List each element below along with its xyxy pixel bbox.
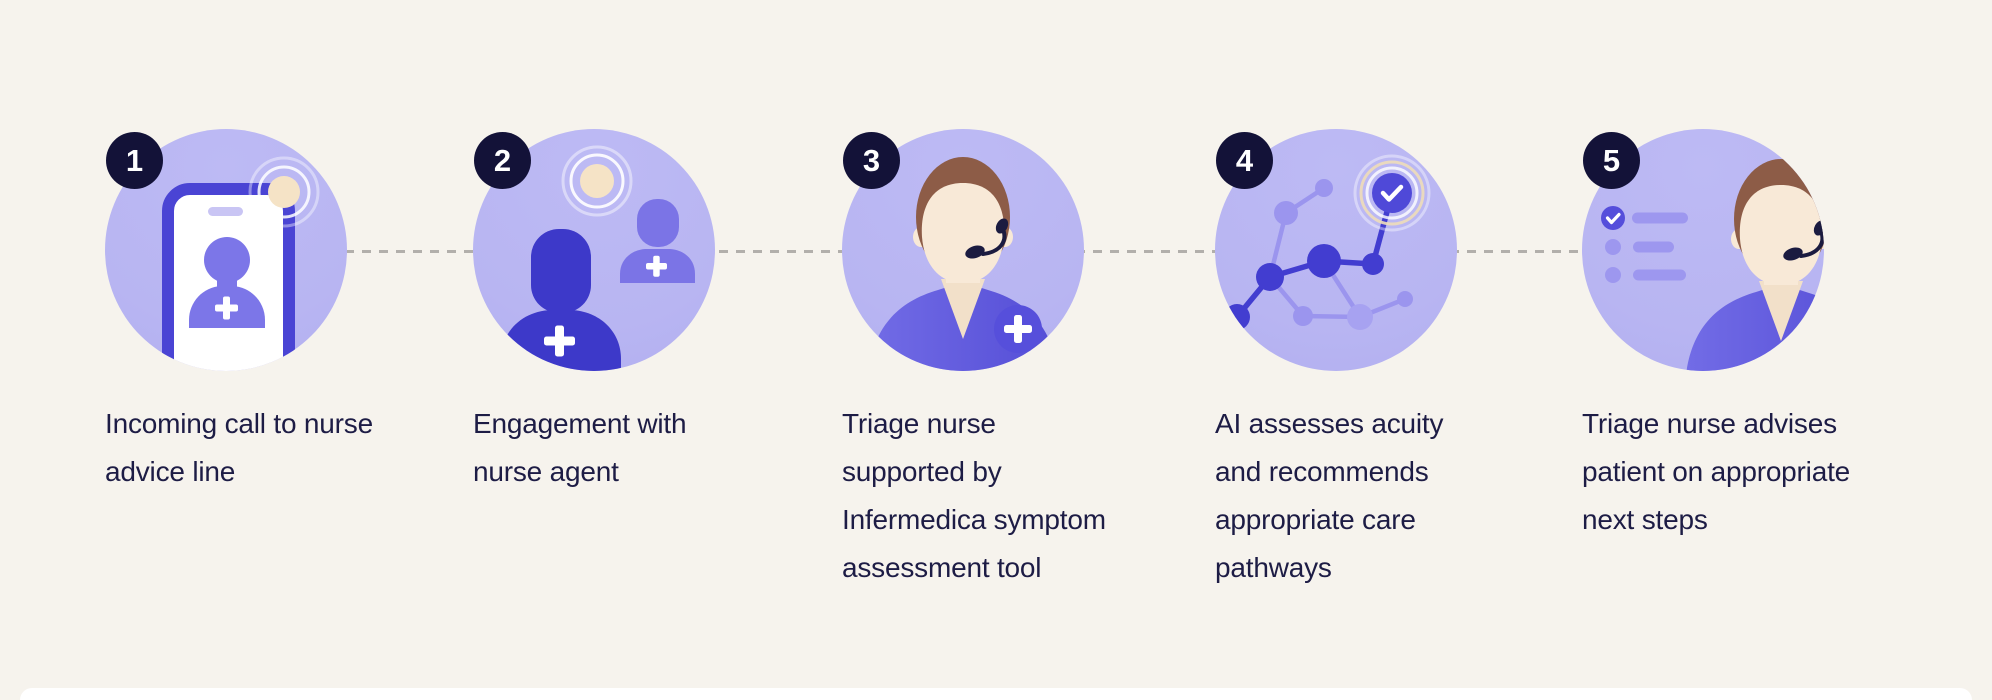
checkmark-icon (1380, 184, 1404, 202)
ai-network-checkmark-icon (1224, 154, 1431, 330)
caption-line: pathways (1215, 552, 1332, 583)
step-number-badge: 4 (1216, 132, 1273, 189)
step-caption: Incoming call to nurse advice line (105, 400, 445, 496)
caption-line: next steps (1582, 504, 1708, 535)
medical-plus-icon (215, 296, 238, 320)
phone-icon (162, 183, 295, 371)
caption-line: advice line (105, 456, 236, 487)
notification-dot-icon (561, 145, 633, 217)
step-1: 1 Incoming call to nurse advice line (105, 129, 373, 496)
step-number-badge: 3 (843, 132, 900, 189)
step-caption: AI assesses acuity and recommends approp… (1215, 400, 1555, 592)
triage-nurse-headset-icon (866, 155, 1060, 371)
medical-plus-icon (646, 255, 667, 277)
phone-incoming-call-icon (162, 156, 320, 371)
checklist-icon (1601, 206, 1688, 283)
step-2: 2 Engagement with nurse agent (473, 129, 715, 496)
checkmark-node-icon (1353, 154, 1431, 232)
caption-line: Infermedica symptom (842, 504, 1106, 535)
step-number-badge: 1 (106, 132, 163, 189)
caption-line: Triage nurse (842, 408, 996, 439)
caption-line: nurse agent (473, 456, 619, 487)
step-number: 2 (493, 142, 512, 178)
step-5: 5 Triage nurse advises patient on approp… (1582, 129, 1850, 544)
step-3: 3 Triage nurse supported by Infermedica … (842, 129, 1106, 592)
step-number-badge: 5 (1583, 132, 1640, 189)
medical-plus-badge-icon (994, 305, 1042, 353)
next-section-card-edge (20, 688, 1972, 700)
medical-plus-icon (544, 325, 575, 357)
caption-line: Incoming call to nurse (105, 408, 373, 439)
step-4: 4 AI assesses acuity and recommends appr… (1215, 129, 1457, 592)
nurse-checklist-icon (1601, 157, 1824, 371)
step-caption: Engagement with nurse agent (473, 400, 813, 496)
caption-line: and recommends (1215, 456, 1429, 487)
patient-person-icon (501, 229, 621, 371)
caption-line: appropriate care (1215, 504, 1416, 535)
step-number: 3 (862, 142, 881, 178)
caption-line: Triage nurse advises (1582, 408, 1837, 439)
notification-dot-icon (248, 156, 320, 228)
nurse-agent-engagement-icon (501, 145, 695, 371)
step-caption: Triage nurse advises patient on appropri… (1582, 400, 1922, 544)
caption-line: supported by (842, 456, 1002, 487)
caption-line: AI assesses acuity (1215, 408, 1444, 439)
caption-line: patient on appropriate (1582, 456, 1851, 487)
step-number: 5 (1602, 142, 1621, 178)
step-number: 1 (125, 142, 144, 178)
step-number: 4 (1235, 142, 1254, 178)
checkmark-icon (1605, 212, 1621, 225)
triage-nurse-figure (1684, 157, 1824, 371)
caption-line: assessment tool (842, 552, 1042, 583)
network-graph-icon (1224, 179, 1413, 330)
caption-line: Engagement with (473, 408, 687, 439)
step-number-badge: 2 (474, 132, 531, 189)
step-caption: Triage nurse supported by Infermedica sy… (842, 400, 1182, 592)
phone-speaker (208, 207, 243, 216)
nurse-agent-person-icon (620, 199, 695, 283)
step-1-illustration (105, 129, 347, 371)
